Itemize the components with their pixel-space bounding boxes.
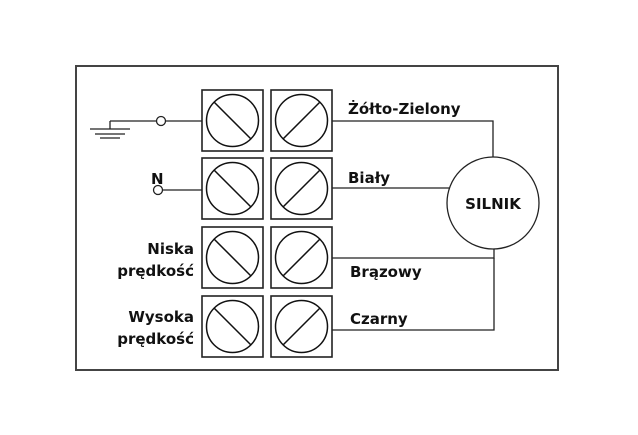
brown-wire (332, 249, 495, 259)
terminal-screw-icon (201, 295, 264, 358)
screw-slot (213, 101, 252, 140)
diagram-frame (75, 65, 559, 371)
neutral-terminal-point (152, 184, 164, 196)
screw-slot (282, 238, 321, 277)
low-speed-label-line2: prędkość (117, 262, 194, 280)
terminal-screw-icon (201, 157, 264, 220)
screw-slot (282, 307, 321, 346)
motor-label: SILNIK (465, 195, 522, 213)
high-speed-label-line1: Wysoka (128, 308, 194, 326)
wire-label-white: Biały (348, 169, 390, 187)
terminal-block (201, 89, 333, 358)
terminal-screw-icon (201, 89, 264, 152)
screw-slot (213, 238, 252, 277)
high-speed-label-line2: prędkość (117, 330, 194, 348)
ground-icon (90, 121, 130, 139)
black-wire (332, 258, 495, 331)
low-speed-label-line1: Niska (147, 240, 194, 258)
yellow-green-wire (332, 120, 494, 157)
motor-circle (446, 156, 540, 250)
screw-slot (282, 169, 321, 208)
screw-slot (282, 101, 321, 140)
terminal-screw-icon (270, 226, 333, 289)
screw-slot (213, 307, 252, 346)
terminal-screw-icon (201, 226, 264, 289)
terminal-screw-icon (270, 295, 333, 358)
wire-label-black: Czarny (350, 310, 408, 328)
terminal-screw-icon (270, 157, 333, 220)
wire-label-yellow-green: Żółto-Zielony (348, 99, 461, 118)
ground-terminal-point (155, 115, 167, 127)
neutral-label: N (151, 170, 164, 188)
wire-label-brown: Brązowy (350, 263, 422, 281)
terminal-screw-icon (270, 89, 333, 152)
screw-slot (213, 169, 252, 208)
